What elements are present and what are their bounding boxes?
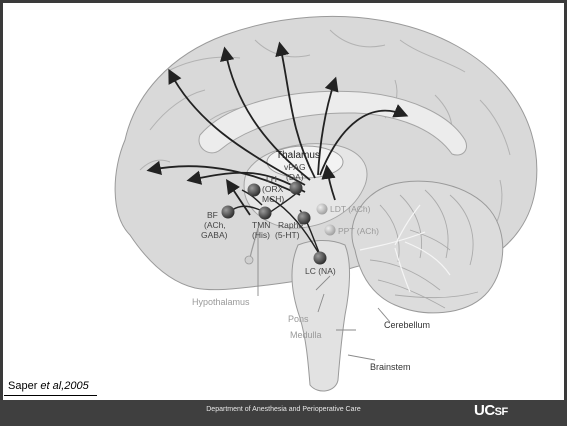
label-tmn-nt: (His) (252, 230, 270, 240)
nucleus-lh (248, 184, 261, 197)
nucleus-bf (222, 206, 235, 219)
label-ppt: PPT (ACh) (338, 226, 379, 236)
label-lc: LC (NA) (305, 266, 336, 276)
label-lh-nt1: (ORX (262, 184, 284, 194)
label-thalamus: Thalamus (276, 150, 320, 161)
nucleus-ppt (325, 225, 336, 236)
label-bf-nt2: GABA) (201, 230, 228, 240)
nucleus-vpag (290, 182, 303, 195)
label-lh-name: LH (266, 174, 277, 184)
label-bf-name: BF (207, 210, 218, 220)
citation-year: ,2005 (61, 380, 89, 392)
citation-author: Saper (8, 380, 40, 392)
label-medulla: Medulla (290, 330, 322, 340)
citation-etal: et al (40, 380, 61, 392)
label-cerebellum: Cerebellum (384, 320, 430, 330)
logo-sub: SF (495, 406, 508, 418)
label-ldt: LDT (ACh) (330, 204, 371, 214)
logo-main: UC (474, 402, 495, 419)
ucsf-logo: UCSF (474, 402, 508, 419)
brain-diagram: Thalamus vPAG (DA) LH (ORX MCH) BF (ACh,… (0, 0, 567, 400)
label-tmn-name: TMN (252, 220, 270, 230)
nucleus-lc (314, 252, 327, 265)
label-raphe-nt: (5-HT) (275, 230, 300, 240)
citation: Saper et al,2005 (8, 380, 89, 392)
label-brainstem: Brainstem (370, 362, 411, 372)
label-raphe-name: Raphe (278, 220, 303, 230)
label-pons: Pons (288, 314, 309, 324)
pituitary (245, 256, 253, 264)
label-hypothalamus: Hypothalamus (192, 297, 250, 307)
cerebellum-shape (352, 181, 503, 313)
label-vpag-nt: (DA) (286, 172, 304, 182)
label-lh-nt2: MCH) (262, 194, 284, 204)
label-bf-nt1: (ACh, (204, 220, 226, 230)
nucleus-ldt (317, 204, 328, 215)
label-vpag-name: vPAG (284, 162, 306, 172)
citation-underline (4, 395, 97, 396)
nucleus-tmn (259, 207, 272, 220)
